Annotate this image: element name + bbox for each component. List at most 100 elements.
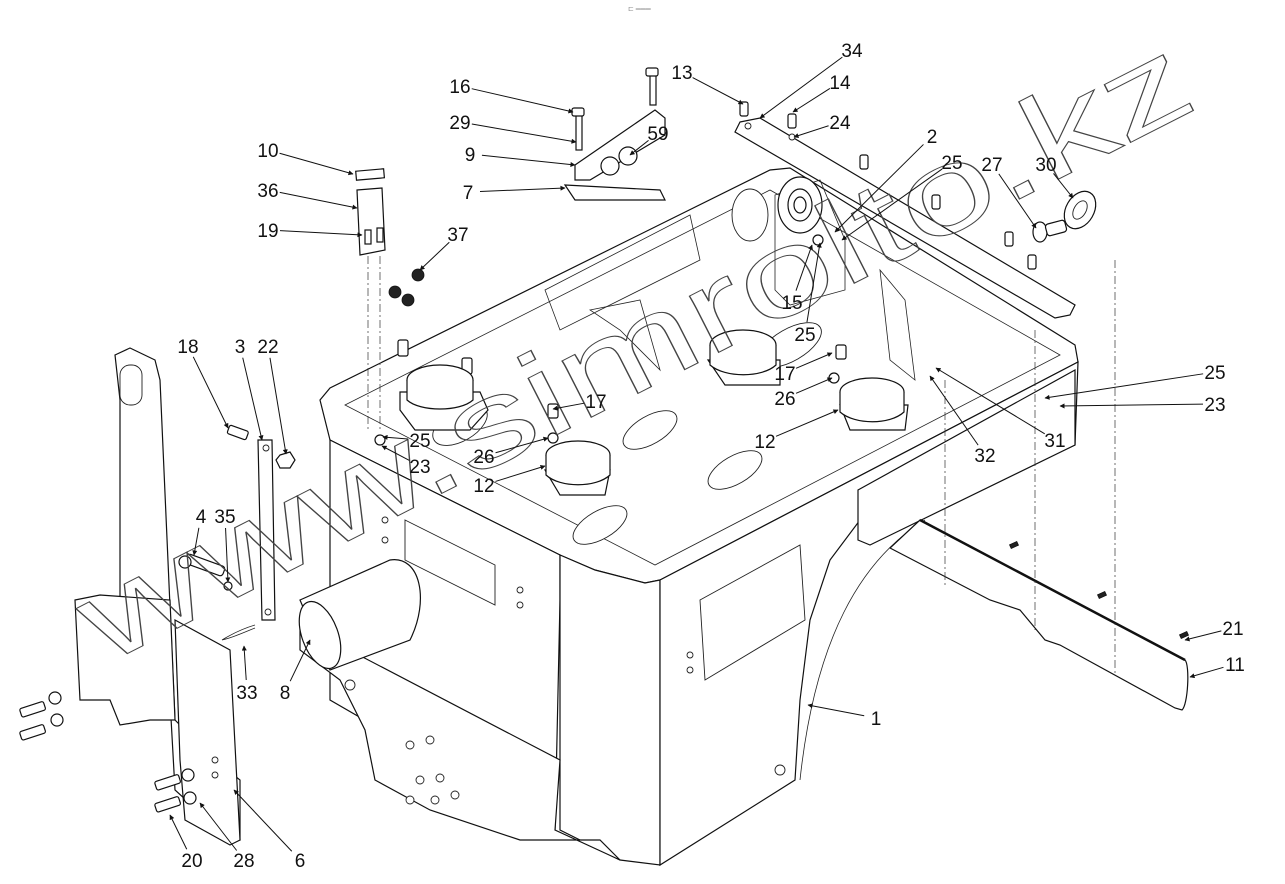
callout-number: 26 — [473, 447, 494, 468]
callout-bolt: 14 — [792, 73, 851, 113]
callout-number: 21 — [1222, 619, 1243, 640]
leader-line — [552, 402, 585, 411]
callout-sleeve: 59 — [629, 124, 669, 156]
callout-number: 35 — [214, 507, 235, 528]
callout-number: 13 — [671, 63, 692, 84]
callout-number: 29 — [449, 113, 470, 134]
clamp-assembly — [563, 67, 666, 201]
callout-clip: 32 — [929, 375, 996, 467]
callout-nut: 23 — [1059, 395, 1226, 416]
leader-line — [759, 56, 843, 119]
leader-line — [269, 357, 288, 455]
callout-number: 25 — [794, 325, 815, 346]
leader-line — [834, 144, 924, 233]
callout-number: 34 — [841, 41, 863, 62]
leader-line — [775, 409, 839, 437]
callout-number: 27 — [981, 155, 1002, 176]
leader-line — [169, 814, 188, 850]
callout-number: 1 — [871, 709, 882, 730]
leader-line — [795, 352, 833, 369]
callout-number: 9 — [465, 145, 476, 166]
callout-number: 33 — [236, 683, 257, 704]
callout-washer: 25 — [382, 431, 431, 452]
callout-number: 19 — [257, 221, 278, 242]
callout-bolt: 16 — [449, 77, 574, 114]
leader-line — [192, 527, 200, 556]
side-plate — [174, 618, 241, 846]
callout-number: 25 — [941, 153, 962, 174]
callout-pin: 4 — [192, 507, 207, 556]
callout-rubber-mount: 12 — [754, 409, 839, 453]
callout-number: 37 — [447, 225, 468, 246]
leader-line — [806, 242, 822, 323]
eye-bolt — [1032, 190, 1097, 243]
callout-number: 17 — [585, 392, 606, 413]
callout-cap-nut: 37 — [419, 225, 469, 271]
callout-number: 22 — [257, 337, 278, 358]
callout-bolt: 17 — [552, 392, 607, 413]
callout-washer: 28 — [199, 802, 255, 872]
leader-line — [382, 434, 409, 440]
callout-clamp: 9 — [465, 145, 576, 168]
callout-nut: 24 — [793, 113, 851, 138]
main-frame — [299, 167, 1079, 867]
right-side-panel — [888, 260, 1190, 711]
leader-line — [471, 88, 574, 114]
leader-line — [998, 173, 1037, 229]
callout-pad: 10 — [257, 141, 354, 176]
callout-number: 36 — [257, 181, 278, 202]
leader-line — [807, 703, 865, 717]
callout-number: 2 — [927, 127, 938, 148]
callout-number: 59 — [647, 124, 668, 145]
leader-line — [692, 77, 744, 105]
callout-side-plate: 6 — [233, 789, 305, 872]
callout-number: 12 — [754, 432, 775, 453]
leader-line — [1059, 403, 1204, 409]
callout-number: 17 — [774, 364, 795, 385]
callout-mounting-strip: 34 — [759, 41, 863, 119]
left-upright — [74, 347, 241, 841]
callout-number: 4 — [196, 507, 207, 528]
callout-number: 24 — [829, 113, 851, 134]
leader-line — [793, 125, 829, 138]
leader-line — [381, 445, 410, 461]
callout-plate: 7 — [463, 183, 566, 204]
leader-line — [1044, 373, 1204, 400]
tube-part — [298, 559, 421, 671]
leader-line — [629, 140, 649, 156]
callout-bolt: 18 — [177, 337, 229, 429]
leader-line — [279, 152, 354, 176]
callout-washer: 26 — [473, 436, 549, 468]
leader-line — [225, 527, 231, 583]
callout-bolt: 19 — [257, 221, 363, 242]
leader-line — [929, 375, 979, 446]
header-text: ⊏ ═══ — [628, 6, 651, 13]
leader-line — [495, 464, 546, 482]
callout-pulley: 2 — [834, 127, 938, 233]
callout-number: 20 — [181, 851, 202, 872]
callout-bolt: 20 — [169, 814, 203, 872]
leader-line — [495, 436, 549, 454]
callout-number: 7 — [463, 183, 474, 204]
callout-link-bar: 3 — [235, 337, 264, 441]
callout-number: 16 — [449, 77, 470, 98]
callout-frame: 1 — [807, 703, 882, 730]
callout-bolt: 17 — [774, 352, 833, 385]
leader-line — [192, 356, 229, 429]
leader-line — [199, 802, 238, 851]
callout-number: 11 — [1225, 655, 1245, 676]
callout-cotter-pin: 33 — [236, 645, 258, 704]
leader-line — [1189, 666, 1224, 679]
callout-number: 23 — [409, 457, 430, 478]
callout-nut: 22 — [257, 337, 288, 455]
callout-number: 32 — [974, 446, 995, 467]
callout-washer: 29 — [449, 113, 577, 144]
pulley — [774, 176, 846, 306]
leader-line — [419, 241, 450, 271]
callout-number: 23 — [1204, 395, 1225, 416]
leader-line — [1053, 173, 1074, 199]
callout-number: 12 — [473, 476, 494, 497]
leader-line — [479, 185, 566, 193]
callout-number: 28 — [233, 851, 254, 872]
